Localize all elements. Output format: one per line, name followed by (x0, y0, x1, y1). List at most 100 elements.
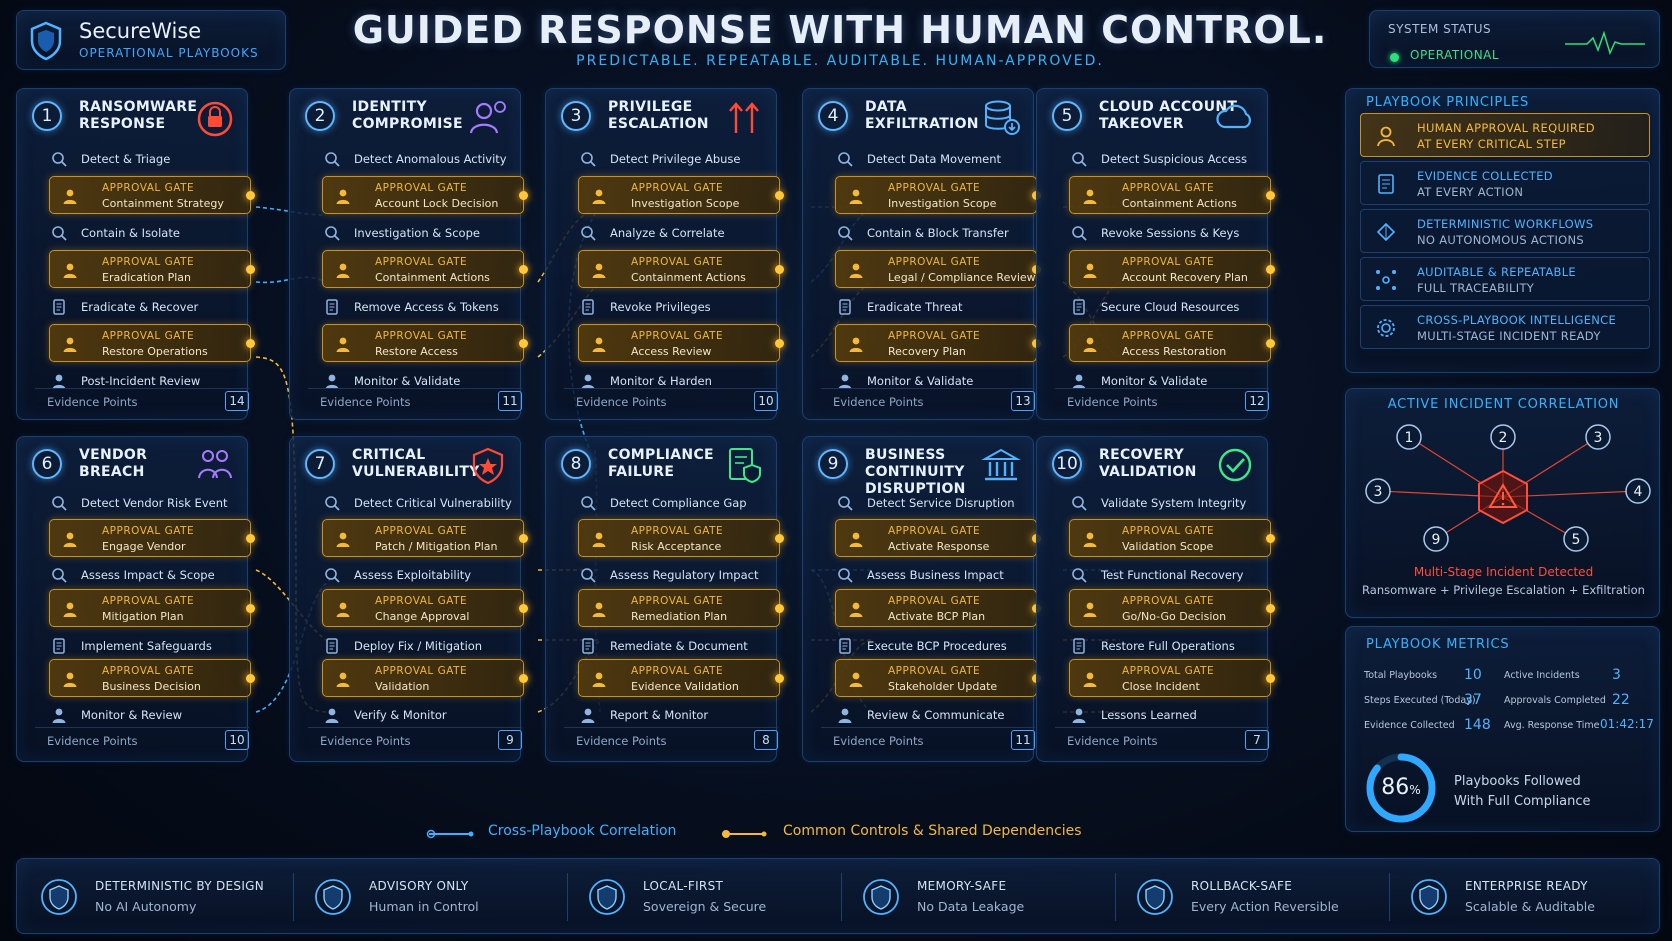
approval-gate[interactable]: APPROVAL GATE Close Incident (1069, 659, 1275, 697)
playbook-step[interactable]: Verify & Monitor (308, 701, 523, 729)
approval-gate[interactable]: APPROVAL GATE Restore Access (322, 324, 528, 362)
playbook-card[interactable]: 3 PRIVILEGE ESCALATION Detect Privilege … (545, 88, 784, 420)
playbook-step[interactable]: Remediate & Document (564, 632, 779, 660)
correlation-node[interactable] (1585, 424, 1611, 450)
approval-gate[interactable]: APPROVAL GATE Access Review (578, 324, 784, 362)
approval-gate[interactable]: APPROVAL GATE Mitigation Plan (49, 589, 255, 627)
check-circle-icon (1215, 445, 1255, 485)
playbook-step[interactable]: Implement Safeguards (35, 632, 250, 660)
playbook-card[interactable]: 7 CRITICAL VULNERABILITY Detect Critical… (289, 436, 528, 762)
approval-gate[interactable]: APPROVAL GATE Containment Actions (578, 250, 784, 288)
approval-gate[interactable]: APPROVAL GATE Risk Acceptance (578, 519, 784, 557)
playbook-step[interactable]: Execute BCP Procedures (821, 632, 1036, 660)
playbook-card[interactable]: 10 RECOVERY VALIDATION Validate System I… (1036, 436, 1275, 762)
playbook-card[interactable]: 8 COMPLIANCE FAILURE Detect Compliance G… (545, 436, 784, 762)
correlation-node[interactable] (1490, 424, 1516, 450)
playbook-card[interactable]: 5 CLOUD ACCOUNT TAKEOVER Detect Suspicio… (1036, 88, 1275, 420)
approval-gate[interactable]: APPROVAL GATE Business Decision (49, 659, 255, 697)
approval-gate[interactable]: APPROVAL GATE Change Approval (322, 589, 528, 627)
playbook-step[interactable]: Deploy Fix / Mitigation (308, 632, 523, 660)
playbook-step[interactable]: Revoke Sessions & Keys (1055, 219, 1270, 247)
approval-gate[interactable]: APPROVAL GATE Activate BCP Plan (835, 589, 1041, 627)
evidence-label: Evidence Points (320, 734, 411, 748)
approval-gate[interactable]: APPROVAL GATE Remediation Plan (578, 589, 784, 627)
playbook-card[interactable]: 9 BUSINESS CONTINUITY DISRUPTION Detect … (802, 436, 1041, 762)
playbook-step[interactable]: Analyze & Correlate (564, 219, 779, 247)
playbook-step[interactable]: Monitor & Validate (1055, 367, 1270, 395)
playbook-step[interactable]: Detect Service Disruption (821, 489, 1036, 517)
document-icon (837, 299, 853, 315)
approval-gate[interactable]: APPROVAL GATE Investigation Scope (835, 176, 1041, 214)
gate-connector (775, 674, 784, 683)
playbook-step[interactable]: Post-Incident Review (35, 367, 250, 395)
approval-gate[interactable]: APPROVAL GATE Validation (322, 659, 528, 697)
playbook-step[interactable]: Monitor & Validate (821, 367, 1036, 395)
approval-gate[interactable]: APPROVAL GATE Investigation Scope (578, 176, 784, 214)
playbook-step[interactable]: Validate System Integrity (1055, 489, 1270, 517)
correlation-node[interactable] (1625, 478, 1651, 504)
approval-gate[interactable]: APPROVAL GATE Legal / Compliance Review (835, 250, 1041, 288)
playbook-step[interactable]: Investigation & Scope (308, 219, 523, 247)
playbook-step[interactable]: Detect & Triage (35, 145, 250, 173)
approval-gate[interactable]: APPROVAL GATE Containment Strategy (49, 176, 255, 214)
playbook-step[interactable]: Monitor & Harden (564, 367, 779, 395)
playbook-step[interactable]: Lessons Learned (1055, 701, 1270, 729)
approval-gate[interactable]: APPROVAL GATE Engage Vendor (49, 519, 255, 557)
search-icon (51, 151, 67, 167)
playbook-step[interactable]: Monitor & Validate (308, 367, 523, 395)
approval-gate[interactable]: APPROVAL GATE Account Lock Decision (322, 176, 528, 214)
approval-gate[interactable]: APPROVAL GATE Go/No-Go Decision (1069, 589, 1275, 627)
playbook-step[interactable]: Monitor & Review (35, 701, 250, 729)
approval-gate[interactable]: APPROVAL GATE Containment Actions (322, 250, 528, 288)
playbook-number: 1 (32, 101, 62, 131)
playbook-card[interactable]: 6 VENDOR BREACH Detect Vendor Risk Event… (16, 436, 255, 762)
playbook-step[interactable]: Detect Suspicious Access (1055, 145, 1270, 173)
correlation-node[interactable] (1563, 526, 1589, 552)
playbook-step[interactable]: Assess Impact & Scope (35, 561, 250, 589)
playbook-step[interactable]: Report & Monitor (564, 701, 779, 729)
approval-gate[interactable]: APPROVAL GATE Eradication Plan (49, 250, 255, 288)
playbook-card[interactable]: 1 RANSOMWARE RESPONSE Detect & Triage AP… (16, 88, 255, 420)
gate-text: Recovery Plan (888, 345, 966, 358)
playbook-step[interactable]: Contain & Isolate (35, 219, 250, 247)
playbook-step[interactable]: Remove Access & Tokens (308, 293, 523, 321)
approval-gate[interactable]: APPROVAL GATE Account Recovery Plan (1069, 250, 1275, 288)
gate-text: Access Restoration (1122, 345, 1227, 358)
playbook-step[interactable]: Secure Cloud Resources (1055, 293, 1270, 321)
playbook-step[interactable]: Detect Privilege Abuse (564, 145, 779, 173)
gate-text: Legal / Compliance Review (888, 271, 1036, 284)
correlation-node[interactable] (1396, 424, 1422, 450)
metric-label: Approvals Completed (1504, 695, 1606, 706)
playbook-step[interactable]: Eradicate & Recover (35, 293, 250, 321)
playbook-step[interactable]: Review & Communicate (821, 701, 1036, 729)
playbook-step[interactable]: Assess Exploitability (308, 561, 523, 589)
approval-gate[interactable]: APPROVAL GATE Patch / Mitigation Plan (322, 519, 528, 557)
approval-gate[interactable]: APPROVAL GATE Validation Scope (1069, 519, 1275, 557)
playbook-step[interactable]: Detect Compliance Gap (564, 489, 779, 517)
correlation-node[interactable] (1365, 478, 1391, 504)
gate-label: APPROVAL GATE (375, 330, 468, 342)
approval-gate[interactable]: APPROVAL GATE Containment Actions (1069, 176, 1275, 214)
approval-gate[interactable]: APPROVAL GATE Evidence Validation (578, 659, 784, 697)
approval-gate[interactable]: APPROVAL GATE Stakeholder Update (835, 659, 1041, 697)
playbook-step[interactable]: Detect Anomalous Activity (308, 145, 523, 173)
playbook-step[interactable]: Revoke Privileges (564, 293, 779, 321)
playbook-step[interactable]: Assess Business Impact (821, 561, 1036, 589)
playbook-step[interactable]: Detect Critical Vulnerability (308, 489, 523, 517)
gate-text: Validation Scope (1122, 540, 1214, 553)
playbook-step[interactable]: Contain & Block Transfer (821, 219, 1036, 247)
playbook-step[interactable]: Detect Vendor Risk Event (35, 489, 250, 517)
approval-gate[interactable]: APPROVAL GATE Activate Response (835, 519, 1041, 557)
playbook-step[interactable]: Eradicate Threat (821, 293, 1036, 321)
playbook-step[interactable]: Detect Data Movement (821, 145, 1036, 173)
playbook-step[interactable]: Test Functional Recovery (1055, 561, 1270, 589)
approval-gate[interactable]: APPROVAL GATE Recovery Plan (835, 324, 1041, 362)
playbook-card[interactable]: 2 IDENTITY COMPROMISE Detect Anomalous A… (289, 88, 528, 420)
approval-gate[interactable]: APPROVAL GATE Access Restoration (1069, 324, 1275, 362)
playbook-step[interactable]: Assess Regulatory Impact (564, 561, 779, 589)
correlation-node[interactable] (1423, 526, 1449, 552)
playbook-step[interactable]: Restore Full Operations (1055, 632, 1270, 660)
approval-gate[interactable]: APPROVAL GATE Restore Operations (49, 324, 255, 362)
playbook-card[interactable]: 4 DATA EXFILTRATION Detect Data Movement… (802, 88, 1041, 420)
